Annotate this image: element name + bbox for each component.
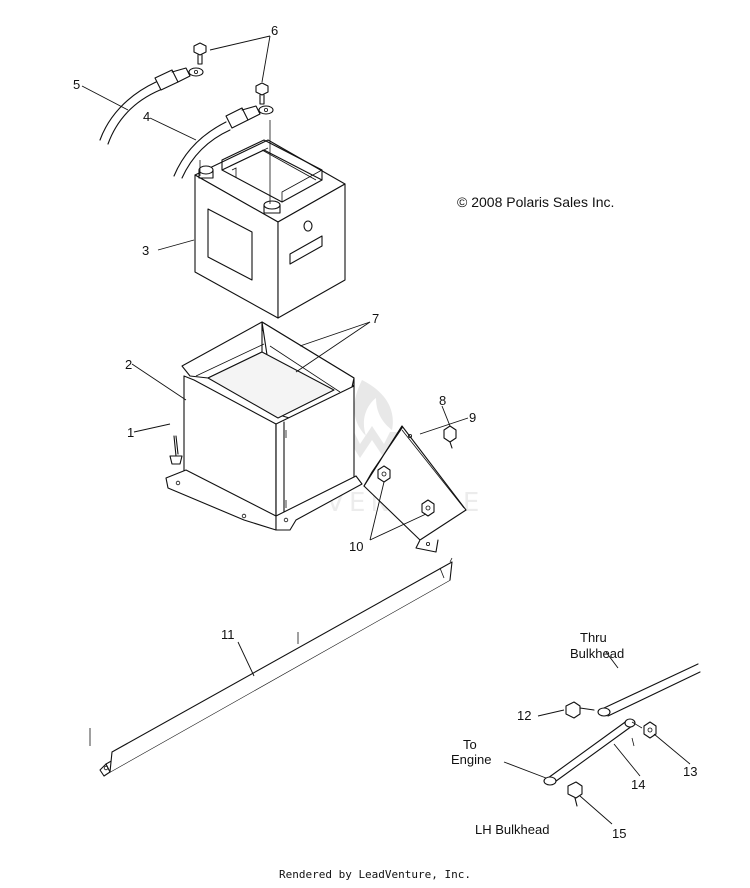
callout-labels: 1 2 3 4 5 6 7 8 9 10 11 12 13 14 15: [73, 23, 697, 841]
bracket-9: [363, 425, 467, 553]
linkage-assembly: [543, 663, 701, 807]
cable-tie-1: [169, 435, 183, 465]
battery-3: [194, 120, 346, 319]
to-engine-label-line1: To: [463, 737, 477, 752]
battery-box-2: [165, 321, 363, 531]
footer-credit: Rendered by LeadVenture, Inc.: [278, 868, 472, 881]
thru-bulkhead-label-line2: Bulkhead: [570, 646, 624, 661]
bolt-8: [443, 425, 457, 449]
battery-cable-5: [99, 67, 204, 145]
callout-5: 5: [73, 77, 80, 92]
battery-cable-4: [173, 105, 274, 179]
callout-9: 9: [469, 410, 476, 425]
copyright-text: © 2008 Polaris Sales Inc.: [457, 194, 614, 210]
terminal-bolts-6: [193, 42, 269, 105]
callout-3: 3: [142, 243, 149, 258]
callout-14: 14: [631, 777, 645, 792]
callout-12: 12: [517, 708, 531, 723]
callout-8: 8: [439, 393, 446, 408]
callout-11: 11: [221, 627, 235, 642]
rail-11: [89, 557, 453, 777]
callout-4: 4: [143, 109, 150, 124]
callout-15: 15: [612, 826, 626, 841]
thru-bulkhead-label-line1: Thru: [580, 630, 607, 645]
nuts-10: [377, 465, 435, 517]
callout-1: 1: [127, 425, 134, 440]
lh-bulkhead-label: LH Bulkhead: [475, 822, 549, 837]
callout-2: 2: [125, 357, 132, 372]
leader-lines: [81, 35, 691, 825]
callout-10: 10: [349, 539, 363, 554]
callout-13: 13: [683, 764, 697, 779]
to-engine-label-line2: Engine: [451, 752, 491, 767]
callout-7: 7: [372, 311, 379, 326]
annotations: © 2008 Polaris Sales Inc. Thru Bulkhead …: [451, 194, 624, 837]
callout-6: 6: [271, 23, 278, 38]
